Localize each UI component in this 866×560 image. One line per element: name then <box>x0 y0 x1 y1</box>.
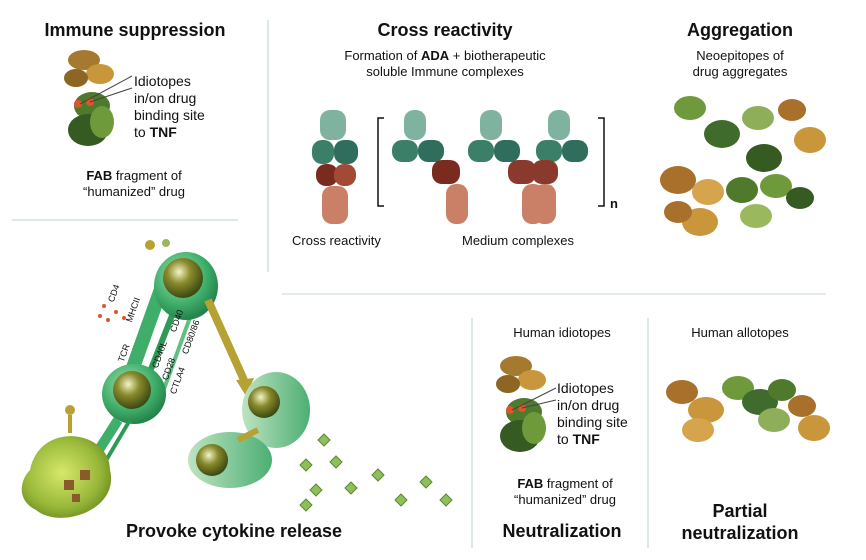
fab-fragment-bottom <box>496 356 557 452</box>
subtitle-aggregation: Neoepitopes of drug aggregates <box>692 48 788 79</box>
caption-fab-bottom: FAB fragment of “humanized” drug <box>514 476 616 507</box>
callout-line: in/on drug <box>557 397 620 413</box>
antibody-complex-3 <box>532 110 588 224</box>
caption-fab-top: FAB fragment of “humanized” drug <box>83 168 185 199</box>
bracket-left <box>377 117 384 207</box>
drug-aggregate <box>660 96 826 236</box>
header-human-allotopes: Human allotopes <box>691 325 789 340</box>
header-human-idiotopes: Human idiotopes <box>513 325 611 340</box>
title-partial-neutralization: Partial neutralization <box>681 501 799 543</box>
callout-idiotopes-bottom: Idiotopes in/on drug binding site to TNF <box>557 380 628 448</box>
callout-line: binding site <box>134 107 205 123</box>
partial-complex <box>666 376 830 442</box>
title-aggregation: Aggregation <box>687 20 793 40</box>
subtitle-cross-reactivity: Formation of ADA + biotherapeutic solubl… <box>344 48 546 79</box>
title-immune-suppression: Immune suppression <box>44 20 226 40</box>
callout-line: Idiotopes <box>557 380 614 396</box>
callout-idiotopes-top: Idiotopes in/on drug binding site to TNF <box>134 73 205 141</box>
title-cross-reactivity: Cross reactivity <box>377 20 513 40</box>
callout-line: Idiotopes <box>134 73 191 89</box>
cytokine-cells <box>21 239 310 518</box>
antibody-cross-reactivity <box>312 110 358 224</box>
callout-line: in/on drug <box>134 90 197 106</box>
subscript-n: n <box>610 196 618 211</box>
antibody-complex-1 <box>392 110 468 224</box>
callout-line: binding site <box>557 414 628 430</box>
fab-fragment-top <box>64 50 133 146</box>
title-cytokine-release: Provoke cytokine release <box>125 521 343 541</box>
label-medium-complexes: Medium complexes <box>462 233 574 248</box>
title-neutralization: Neutralization <box>502 521 622 541</box>
bracket-right <box>598 117 605 207</box>
free-antibodies <box>299 433 453 512</box>
label-cross-reactivity: Cross reactivity <box>292 233 381 248</box>
callout-line: to TNF <box>557 431 600 447</box>
callout-line: to TNF <box>134 124 177 140</box>
